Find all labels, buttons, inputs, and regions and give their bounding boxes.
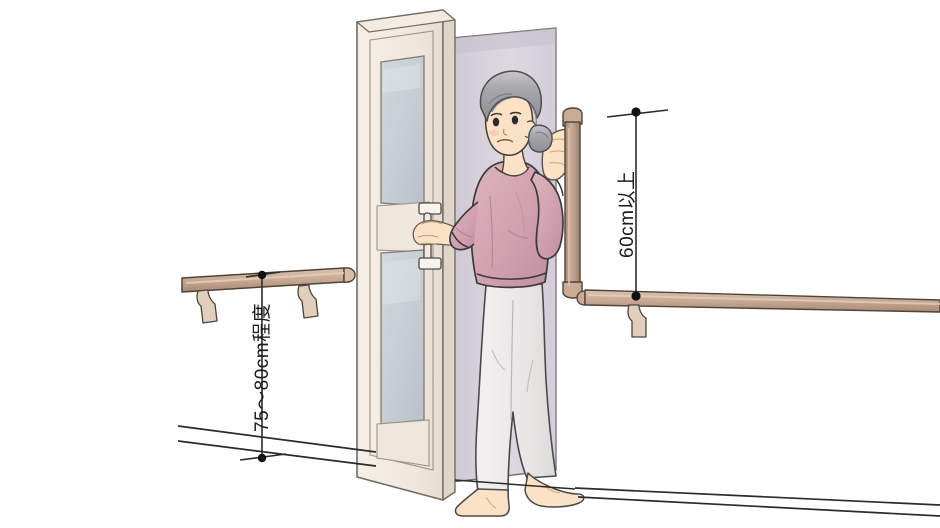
floor-lines (177, 425, 940, 517)
right-horizontal-handrail (576, 289, 940, 338)
door-panel (356, 9, 456, 501)
dimension-node-top (631, 107, 641, 117)
dimension-label-right: 60cm以上 (617, 170, 638, 258)
handrail-bracket-right (627, 304, 647, 338)
dimension-node-bottom (631, 291, 641, 301)
person-pants (475, 277, 557, 495)
dimension-node-bottom (257, 453, 267, 463)
person-sweater (449, 160, 564, 289)
door-glass-lower (380, 249, 425, 425)
person-figure (449, 70, 585, 517)
vertical-handrail (562, 107, 583, 299)
dimension-node-top (257, 270, 267, 280)
left-horizontal-handrail (181, 267, 356, 324)
handrail-bracket-left-b (297, 284, 319, 319)
person-head (479, 70, 553, 156)
handrail-bracket-left-a (196, 289, 218, 324)
door-glass-upper (380, 55, 425, 207)
dimension-right (606, 107, 669, 301)
dimension-left (239, 270, 287, 463)
dimension-label-left: 75〜80cm程度 (252, 302, 273, 432)
